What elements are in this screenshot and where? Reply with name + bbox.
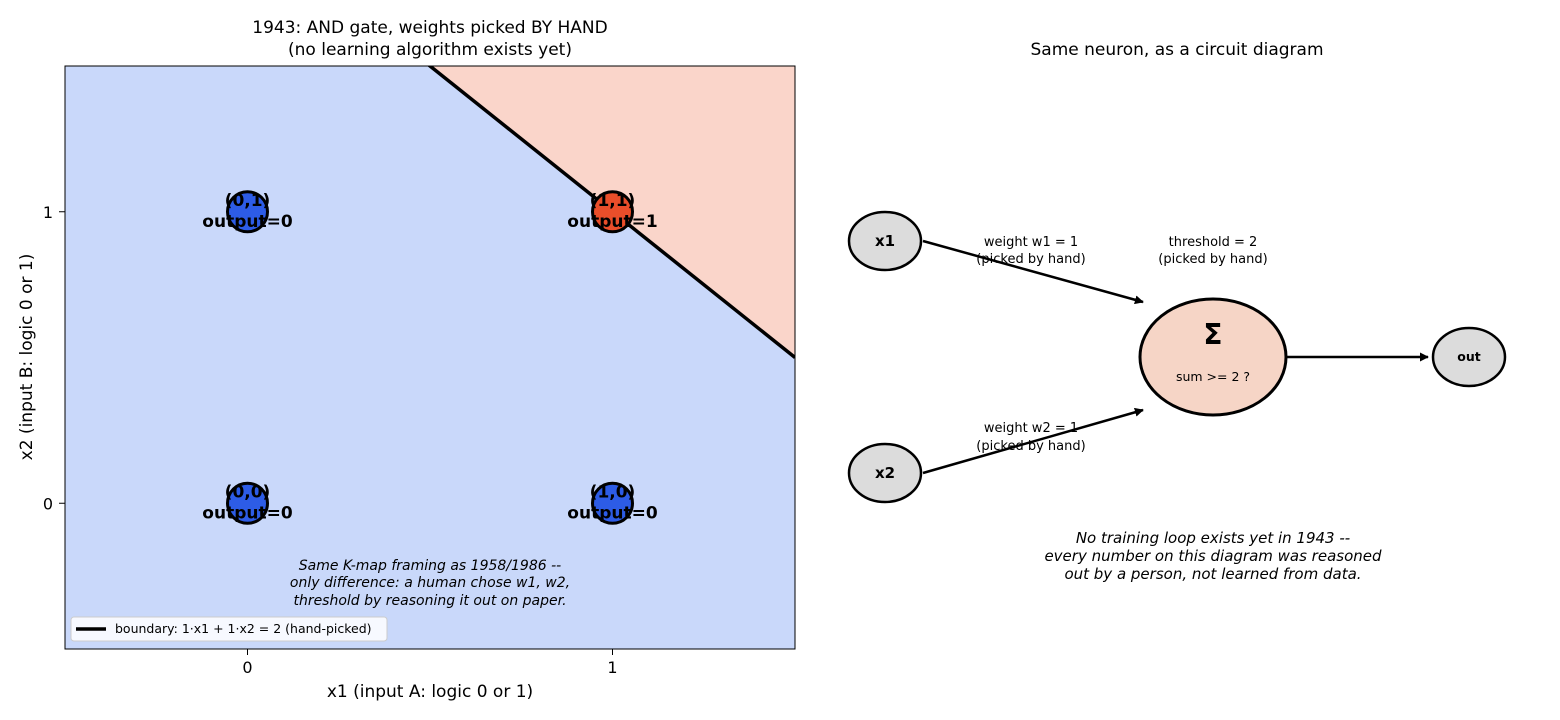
legend-box — [70, 616, 388, 642]
plot-area: (0,0)output=0(1,0)output=0(0,1)output=0(… — [65, 66, 795, 649]
sum-condition-label: sum >= 2 ? — [1176, 369, 1250, 384]
data-point-1-1 — [591, 190, 634, 234]
node-x1-circle — [847, 210, 923, 272]
chart-annotation-line3: threshold by reasoning it out on paper. — [293, 593, 566, 609]
chart-annotation: Same K-map framing as 1958/1986 -- only … — [290, 558, 570, 609]
node-out-circle — [1431, 326, 1507, 388]
y-tick-label: 0 — [43, 494, 53, 513]
node-x2-circle — [847, 442, 923, 504]
diagram-title: Same neuron, as a circuit diagram — [1030, 40, 1323, 60]
data-point-0-0 — [226, 481, 269, 525]
point-coordinate-label: (0,1) — [225, 191, 271, 211]
node-out: out — [1431, 326, 1507, 388]
point-coordinate-label: (1,1) — [590, 191, 636, 211]
y-tick-label: 1 — [43, 203, 53, 222]
edge-x1-to-sum — [922, 239, 1144, 305]
weight-w1-note: (picked by hand) — [976, 252, 1085, 267]
point-output-label: output=1 — [567, 212, 657, 232]
circuit-diagram: Same neuron, as a circuit diagram weight… — [847, 40, 1507, 583]
node-out-label: out — [1457, 349, 1480, 364]
and-gate-chart: 1943: AND gate, weights picked BY HAND (… — [17, 18, 796, 702]
edge-x2-to-sum — [922, 407, 1144, 475]
chart-annotation-line2: only difference: a human chose w1, w2, — [290, 575, 570, 591]
chart-title-line1: 1943: AND gate, weights picked BY HAND — [252, 18, 607, 38]
diagram-note-line2: every number on this diagram was reasone… — [1044, 547, 1382, 565]
chart-annotation-line1: Same K-map framing as 1958/1986 -- — [299, 558, 561, 574]
weight-w2-label: weight w2 = 1 — [984, 421, 1078, 436]
data-point-1-0 — [591, 481, 634, 525]
weight-w1-label: weight w1 = 1 — [984, 235, 1078, 250]
diagram-note-line1: No training loop exists yet in 1943 -- — [1076, 529, 1350, 547]
point-output-label: output=0 — [567, 503, 658, 523]
point-coordinate-label: (0,0) — [225, 482, 271, 502]
chart-legend: boundary: 1·x1 + 1·x2 = 2 (hand-picked) — [70, 616, 388, 642]
diagram-note: No training loop exists yet in 1943 -- e… — [1044, 529, 1382, 583]
decision-boundary-line — [427, 66, 795, 359]
node-x2: x2 — [847, 442, 923, 504]
points-layer: (0,0)output=0(1,0)output=0(0,1)output=0(… — [202, 190, 658, 525]
node-sum-circle — [1138, 297, 1288, 417]
point-output-label: output=0 — [202, 212, 293, 232]
x-axis-label: x1 (input A: logic 0 or 1) — [327, 682, 533, 702]
threshold-label: threshold = 2 — [1169, 235, 1258, 250]
node-x1: x1 — [847, 210, 923, 272]
axis-ticks: 0 1 0 1 — [43, 203, 618, 677]
point-coordinate-label: (1,0) — [590, 482, 636, 502]
sum-symbol: Σ — [1203, 318, 1222, 351]
weight-w2-note: (picked by hand) — [976, 439, 1085, 454]
node-sum: Σ sum >= 2 ? — [1138, 297, 1288, 417]
node-x2-label: x2 — [875, 464, 895, 482]
point-output-label: output=0 — [202, 503, 293, 523]
plot-frame — [64, 65, 796, 650]
chart-title-line2: (no learning algorithm exists yet) — [288, 40, 572, 60]
diagram-note-line3: out by a person, not learned from data. — [1064, 565, 1361, 583]
x-tick-label: 1 — [607, 658, 617, 677]
data-point-0-1 — [226, 190, 269, 234]
x-tick-label: 0 — [242, 658, 252, 677]
threshold-note: (picked by hand) — [1158, 252, 1267, 267]
y-axis-label: x2 (input B: logic 0 or 1) — [17, 254, 37, 461]
node-x1-label: x1 — [875, 232, 895, 250]
legend-label: boundary: 1·x1 + 1·x2 = 2 (hand-picked) — [115, 621, 372, 636]
